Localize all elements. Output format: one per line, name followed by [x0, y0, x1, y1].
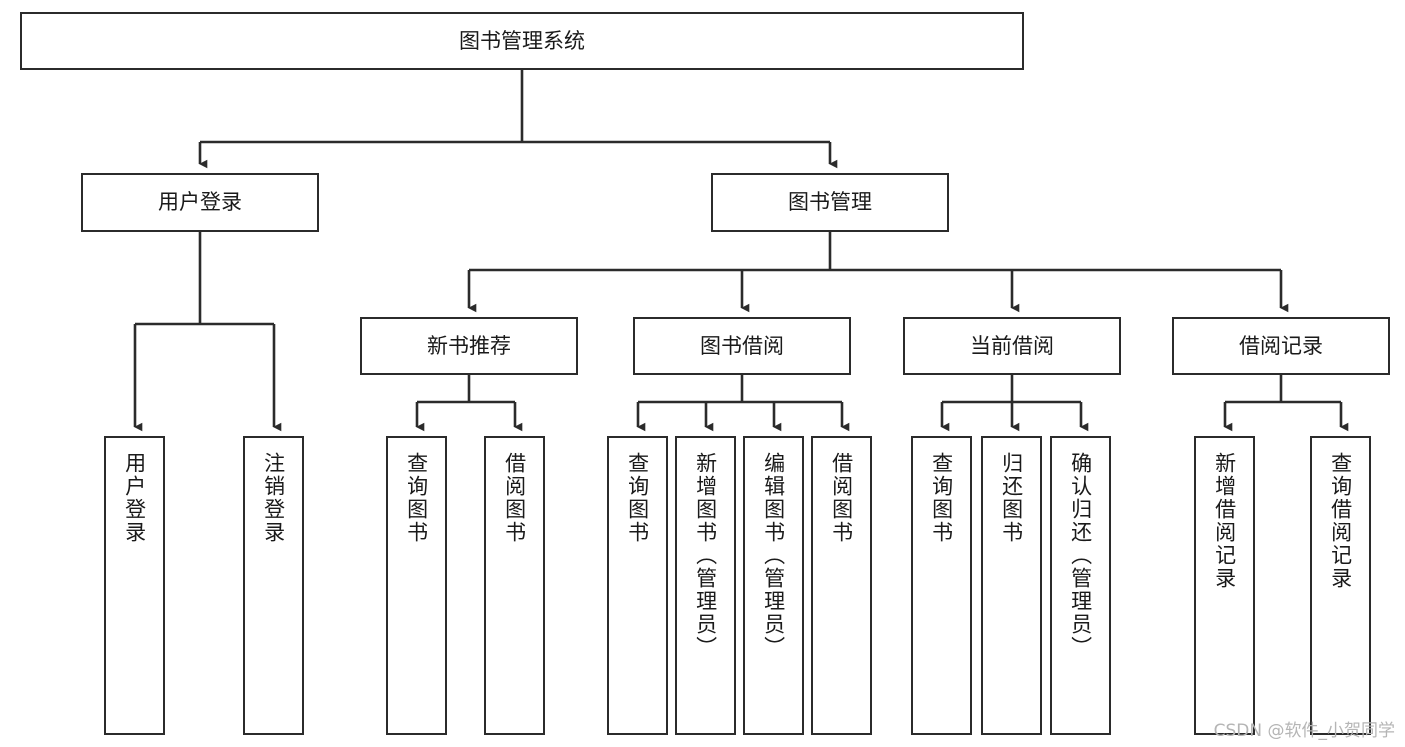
node-leaf-confirm-return[interactable]: 确认归还（管理员）: [1050, 436, 1111, 735]
node-leaf-logout[interactable]: 注销登录: [243, 436, 304, 735]
node-leaf-user-login[interactable]: 用户登录: [104, 436, 165, 735]
node-user-login[interactable]: 用户登录: [81, 173, 319, 232]
node-label: 归还图书: [999, 452, 1024, 544]
node-label: 查询图书: [404, 452, 429, 544]
node-leaf-query-book-borrow[interactable]: 查询图书: [607, 436, 668, 735]
node-book-management[interactable]: 图书管理: [711, 173, 949, 232]
node-label: 图书管理系统: [459, 28, 585, 53]
node-label: 用户登录: [158, 190, 242, 215]
node-leaf-query-borrow-record[interactable]: 查询借阅记录: [1310, 436, 1371, 735]
node-label: 借阅图书: [502, 452, 527, 544]
node-label: 借阅记录: [1239, 333, 1323, 358]
node-label: 编辑图书（管理员）: [761, 452, 786, 659]
node-label: 用户登录: [122, 452, 147, 544]
node-label: 图书借阅: [700, 333, 784, 358]
node-label: 新书推荐: [427, 333, 511, 358]
node-label: 新增借阅记录: [1212, 452, 1237, 590]
node-label: 新增图书（管理员）: [693, 452, 718, 659]
node-current-borrow[interactable]: 当前借阅: [903, 317, 1121, 375]
node-label: 确认归还（管理员）: [1068, 452, 1093, 659]
node-borrow-records[interactable]: 借阅记录: [1172, 317, 1390, 375]
node-leaf-borrow-book[interactable]: 借阅图书: [811, 436, 872, 735]
node-label: 注销登录: [261, 452, 286, 544]
node-leaf-borrow-book-recommend[interactable]: 借阅图书: [484, 436, 545, 735]
node-leaf-return-book[interactable]: 归还图书: [981, 436, 1042, 735]
node-label: 图书管理: [788, 190, 872, 215]
node-label: 查询图书: [625, 452, 650, 544]
node-leaf-add-book[interactable]: 新增图书（管理员）: [675, 436, 736, 735]
node-book-borrow[interactable]: 图书借阅: [633, 317, 851, 375]
node-leaf-query-book-recommend[interactable]: 查询图书: [386, 436, 447, 735]
node-root-book-management-system[interactable]: 图书管理系统: [20, 12, 1024, 70]
node-leaf-query-book-current[interactable]: 查询图书: [911, 436, 972, 735]
node-leaf-edit-book[interactable]: 编辑图书（管理员）: [743, 436, 804, 735]
node-label: 查询图书: [929, 452, 954, 544]
watermark-text: CSDN @软件_小贺同学: [1213, 721, 1395, 741]
node-leaf-add-borrow-record[interactable]: 新增借阅记录: [1194, 436, 1255, 735]
node-label: 借阅图书: [829, 452, 854, 544]
node-label: 当前借阅: [970, 333, 1054, 358]
node-new-book-recommend[interactable]: 新书推荐: [360, 317, 578, 375]
node-label: 查询借阅记录: [1328, 452, 1353, 590]
